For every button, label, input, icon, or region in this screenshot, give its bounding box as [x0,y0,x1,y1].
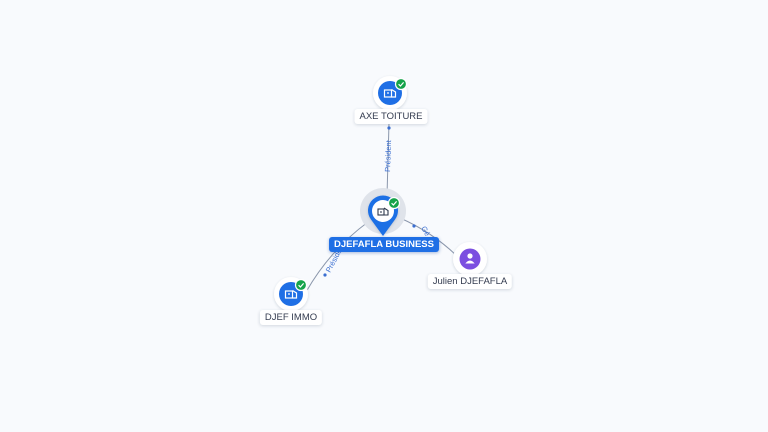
edge-label-julien: Gé [419,225,432,238]
verified-check-icon [394,77,408,91]
node-label-djef-immo[interactable]: DJEF IMMO [259,310,323,325]
node-julien-djefafla[interactable] [453,242,487,276]
node-djef-immo[interactable] [274,277,308,311]
building-icon [377,207,389,216]
person-icon [465,253,475,264]
node-label-julien-djefafla[interactable]: Julien DJEFAFLA [427,274,513,289]
building-icon [284,289,298,299]
node-label-djefafla-business[interactable]: DJEFAFLA BUSINESS [329,237,439,252]
verified-check-icon [387,196,401,210]
edge-axe-toiture[interactable] [386,122,390,197]
edge-arrow-axe [387,126,391,130]
edge-arrow-julien [412,224,416,228]
edge-label-axe: Président [383,139,393,172]
node-label-axe-toiture[interactable]: AXE TOITURE [354,109,428,124]
edge-julien[interactable] [399,217,458,257]
edge-djef-immo[interactable] [305,221,369,293]
node-axe-toiture[interactable] [373,76,408,110]
building-icon [383,88,397,98]
verified-check-icon [294,278,308,292]
edge-arrow-djef [323,273,327,277]
node-djefafla-business[interactable] [360,188,406,236]
